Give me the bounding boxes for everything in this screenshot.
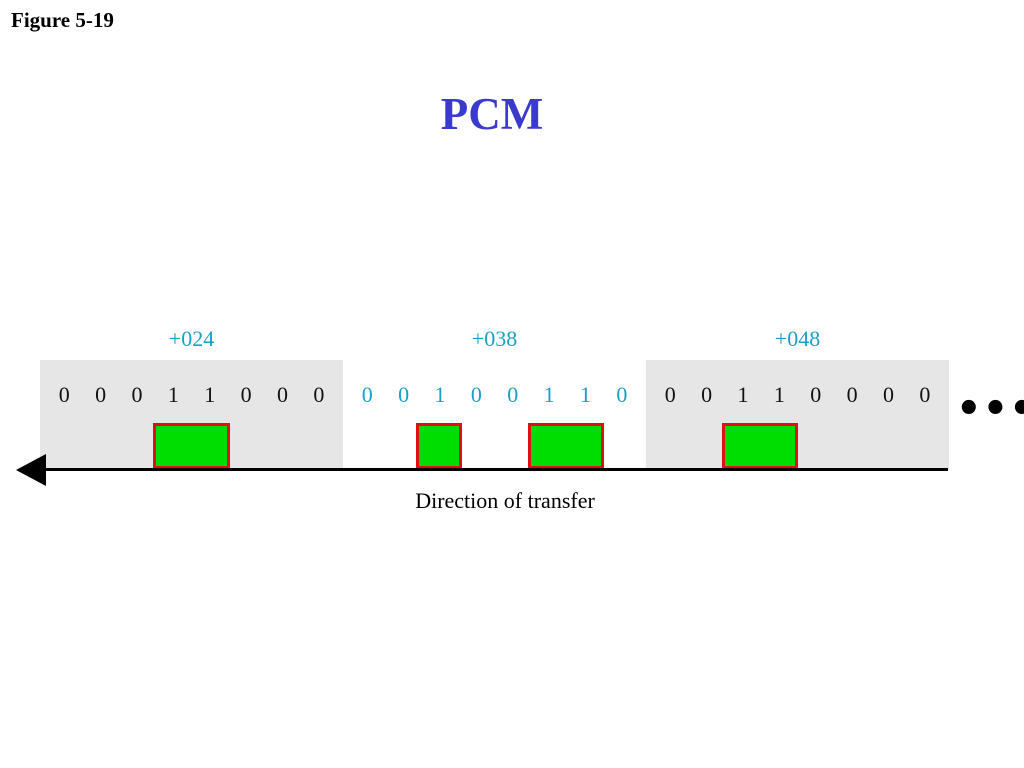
bit: 0 xyxy=(701,382,713,407)
bit: 0 xyxy=(664,382,676,407)
page-title: PCM xyxy=(440,89,544,139)
bit: 1 xyxy=(773,382,785,407)
bit: 0 xyxy=(398,382,410,407)
bit: 0 xyxy=(846,382,858,407)
bit: 1 xyxy=(737,382,749,407)
bit: 0 xyxy=(919,382,931,407)
bit: 0 xyxy=(240,382,252,407)
bit: 0 xyxy=(810,382,822,407)
arrow-left-icon xyxy=(16,454,46,486)
pulse xyxy=(153,423,230,469)
bit: 0 xyxy=(507,382,519,407)
pulse xyxy=(528,423,604,469)
sample-1-bits: 0 0 0 1 1 0 0 0 xyxy=(40,382,343,410)
sample-2-bits: 0 0 1 0 0 1 1 0 xyxy=(343,382,646,410)
bit: 1 xyxy=(543,382,555,407)
direction-caption: Direction of transfer xyxy=(415,488,595,513)
bit: 0 xyxy=(616,382,628,407)
bit: 0 xyxy=(276,382,288,407)
sample-3-value: +048 xyxy=(774,326,821,351)
pulse xyxy=(722,423,798,469)
sample-3-bits: 0 0 1 1 0 0 0 0 xyxy=(646,382,949,410)
bit: 0 xyxy=(58,382,70,407)
bit: 1 xyxy=(579,382,591,407)
transfer-line xyxy=(38,468,948,471)
bit: 1 xyxy=(167,382,179,407)
pulse xyxy=(416,423,462,469)
bit: 1 xyxy=(434,382,446,407)
bit: 0 xyxy=(470,382,482,407)
sample-2-value: +038 xyxy=(471,326,518,351)
bit: 0 xyxy=(131,382,143,407)
bit: 0 xyxy=(361,382,373,407)
bit: 0 xyxy=(95,382,107,407)
bit: 1 xyxy=(204,382,216,407)
sample-1-value: +024 xyxy=(168,326,215,351)
continuation-dots: ••• xyxy=(956,386,1024,432)
bit: 0 xyxy=(882,382,894,407)
figure-label: Figure 5-19 xyxy=(11,8,114,32)
bit: 0 xyxy=(313,382,325,407)
